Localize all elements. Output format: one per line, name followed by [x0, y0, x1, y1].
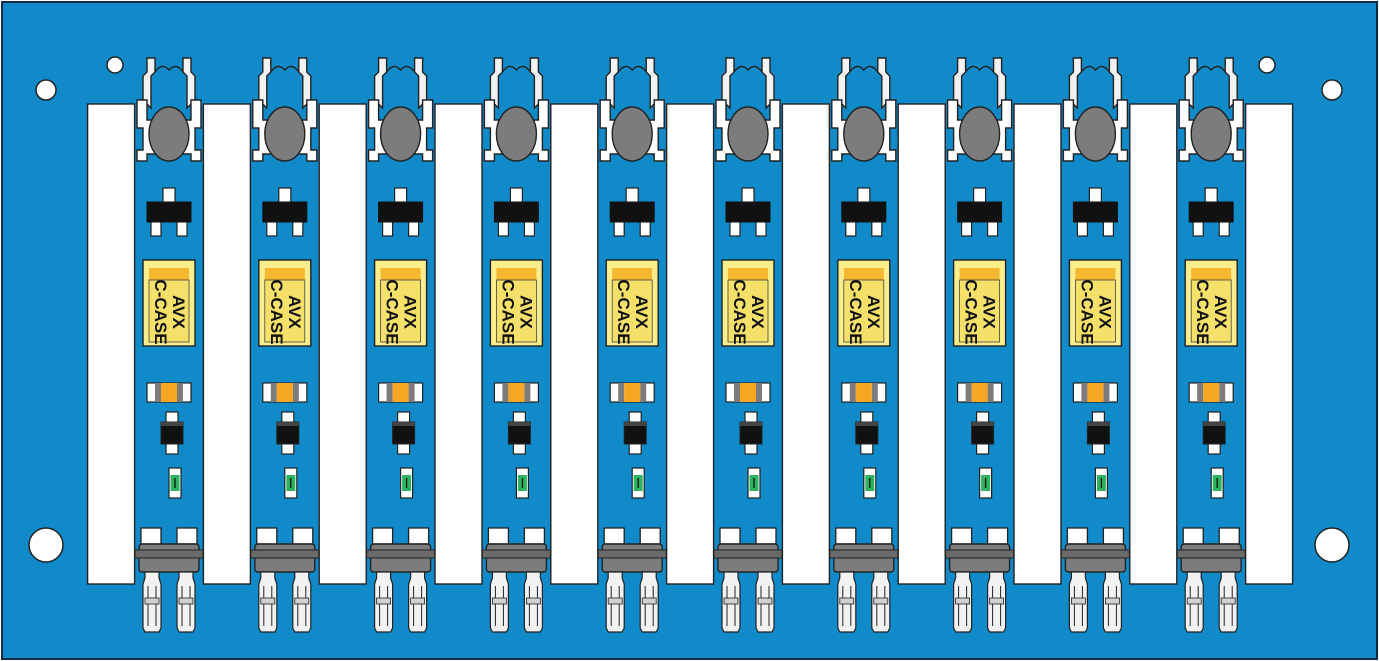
board-slot	[665, 103, 715, 585]
mounting-hole	[1314, 527, 1350, 563]
mounting-hole	[1258, 56, 1276, 74]
board-slot	[1129, 103, 1178, 585]
driver-cell	[829, 57, 899, 633]
driver-cell	[1176, 57, 1246, 633]
mounting-hole	[35, 79, 57, 101]
mounting-hole	[28, 527, 64, 563]
board-slot	[1244, 103, 1294, 585]
driver-cell	[597, 57, 667, 633]
board-slots	[86, 103, 1294, 585]
driver-cell	[481, 57, 552, 633]
board-slot	[550, 103, 599, 585]
board-slot	[318, 103, 367, 585]
driver-cell	[713, 57, 783, 633]
mounting-hole	[1321, 79, 1343, 101]
board-slot	[202, 103, 252, 585]
board-slot	[897, 103, 946, 585]
board-slot	[434, 103, 483, 585]
driver-cell	[365, 57, 436, 633]
board-slot	[1013, 103, 1062, 585]
driver-cell	[250, 57, 320, 633]
board-slot	[781, 103, 831, 585]
driver-cell	[944, 57, 1015, 633]
driver-cell	[134, 57, 204, 633]
driver-cell	[1060, 57, 1131, 633]
mounting-hole	[106, 56, 124, 74]
board-slot	[86, 103, 136, 585]
